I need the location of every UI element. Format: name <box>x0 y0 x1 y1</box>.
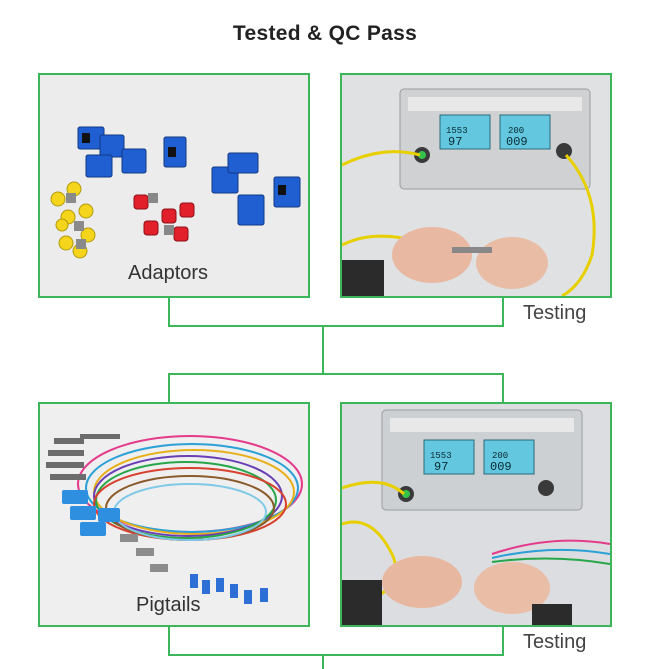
connector-mid-left <box>168 373 170 403</box>
adaptors-label: Adaptors <box>128 262 209 284</box>
svg-text:1553: 1553 <box>430 451 452 461</box>
connector-top-right <box>502 298 504 326</box>
connector-center-vertical <box>322 325 324 375</box>
testing-photo-panel-bottom: 1553 97 200 009 <box>340 402 612 627</box>
pigtails-photo-panel: Pigtails <box>38 402 310 627</box>
connector-bottom-horizontal <box>168 654 504 656</box>
page-title: Tested & QC Pass <box>232 22 418 45</box>
adaptors-photo <box>50 126 301 259</box>
connector-bottom-right <box>502 627 504 655</box>
testing-station-photo-2: 1553 97 200 009 <box>342 404 610 625</box>
connector-bottom-center <box>322 654 324 669</box>
svg-text:97: 97 <box>448 135 462 149</box>
testing-label-bottom: Testing <box>523 631 587 653</box>
svg-text:009: 009 <box>506 135 528 149</box>
svg-text:009: 009 <box>490 460 512 474</box>
connector-mid-horizontal <box>168 373 504 375</box>
connector-top-left <box>168 298 170 326</box>
svg-text:200: 200 <box>508 126 524 136</box>
connector-mid-right <box>502 373 504 403</box>
pigtails-label: Pigtails <box>136 594 201 616</box>
testing-label-top: Testing <box>523 302 587 324</box>
svg-text:200: 200 <box>492 451 508 461</box>
testing-station-photo: 1553 97 200 009 <box>342 75 610 296</box>
testing-photo-panel-top: 1553 97 200 009 <box>340 73 612 298</box>
connector-bottom-left <box>168 627 170 655</box>
pigtails-photo <box>46 434 303 604</box>
connector-top-horizontal <box>168 325 504 327</box>
adaptors-photo-panel: Adaptors <box>38 73 310 298</box>
svg-text:97: 97 <box>434 460 448 474</box>
svg-text:1553: 1553 <box>446 126 468 136</box>
